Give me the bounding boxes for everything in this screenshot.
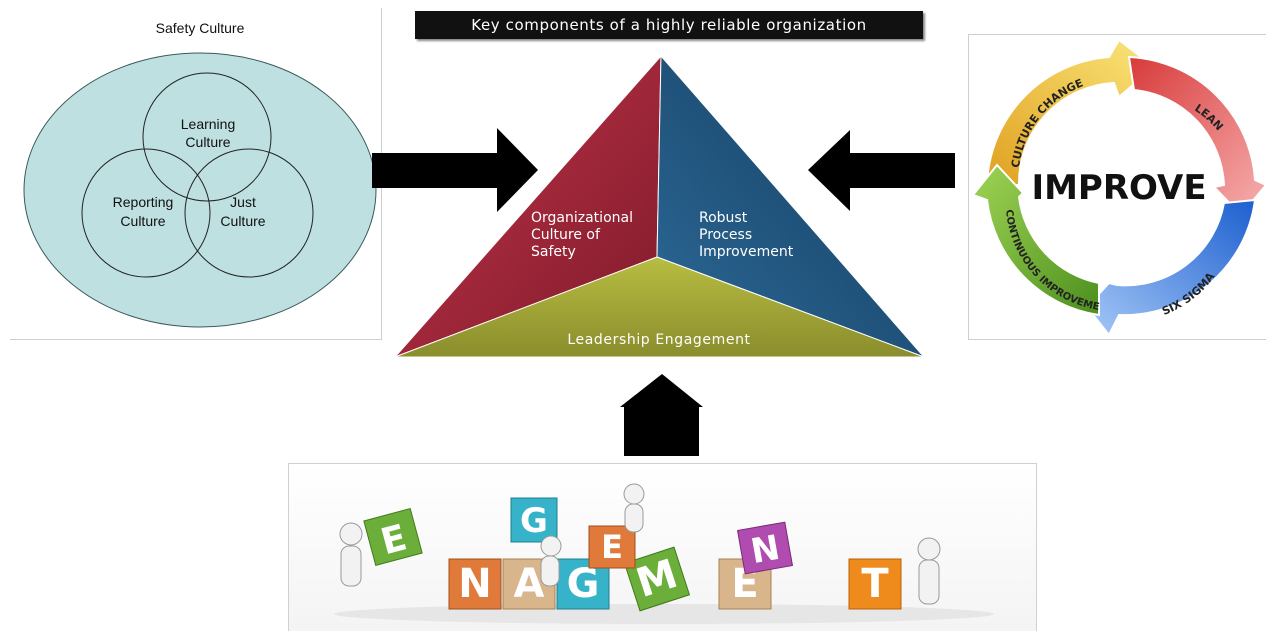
- safety-culture-panel: Safety Culture Learning Culture Reportin…: [10, 8, 382, 340]
- reporting-culture-circle: [81, 148, 211, 278]
- letter-block: [588, 525, 636, 569]
- learning-culture-label-1: Learning: [181, 116, 236, 132]
- culture-change-segment: [985, 38, 1156, 186]
- figure-head: [917, 537, 941, 561]
- letter-block: [363, 507, 423, 567]
- just-culture-circle: [184, 148, 314, 278]
- learning-culture-circle: [142, 72, 272, 202]
- block-letter: G: [520, 501, 548, 541]
- improve-panel: IMPROVE CULTURE CHANGE LEAN SIX SIGMA CO…: [965, 27, 1266, 340]
- block-letter: G: [567, 561, 600, 607]
- just-culture-label-2: Culture: [220, 213, 265, 229]
- reporting-culture-label-2: Culture: [120, 213, 165, 229]
- safety-culture-venn: Safety Culture Learning Culture Reportin…: [23, 20, 377, 328]
- letter-block: [736, 521, 794, 575]
- arrow-left-icon: [808, 130, 955, 211]
- letter-block: [848, 558, 902, 610]
- triangle-bottom-face: [394, 256, 925, 358]
- figure-head: [339, 522, 363, 546]
- reporting-culture-label-1: Reporting: [113, 194, 174, 210]
- figures: [339, 483, 941, 605]
- block-letter: N: [458, 561, 491, 607]
- improve-center-label: IMPROVE: [1031, 168, 1206, 208]
- engagement-panel: N A G M E T E G E N: [288, 463, 1037, 631]
- figure-head: [623, 483, 645, 505]
- block-letter: N: [748, 528, 783, 572]
- engagement-illustration: N A G M E T E G E N: [334, 483, 994, 624]
- arrow-right-icon: [372, 128, 538, 212]
- learning-culture-label-2: Culture: [185, 134, 230, 150]
- letter-block: [510, 497, 558, 543]
- figure-head: [540, 535, 562, 557]
- arrow-up-icon: [620, 374, 703, 456]
- right-face-label-3: Improvement: [699, 244, 794, 260]
- left-face-label-3: Safety: [531, 244, 576, 260]
- safety-culture-title: Safety Culture: [156, 20, 245, 36]
- right-face-label-1: Robust: [699, 210, 748, 226]
- right-face-label-2: Process: [699, 227, 752, 243]
- figure-body: [540, 555, 560, 587]
- lean-segment: [1127, 55, 1266, 217]
- bottom-block-row: N A G M E T: [448, 546, 902, 612]
- letter-block: [448, 558, 502, 610]
- block-letter: T: [861, 561, 889, 607]
- continuous-improvement-segment: [971, 163, 1100, 317]
- block-letter: A: [514, 561, 545, 607]
- title-banner: Key components of a highly reliable orga…: [415, 11, 923, 39]
- letter-block: [623, 546, 691, 612]
- block-letter: E: [601, 528, 623, 566]
- figure-body: [624, 503, 644, 533]
- six-sigma-segment: [1085, 198, 1257, 337]
- left-face-label-2: Culture of: [531, 227, 601, 243]
- figure-body: [918, 559, 940, 605]
- just-culture-label-1: Just: [230, 194, 256, 210]
- figure-body: [340, 545, 362, 587]
- improve-cycle: IMPROVE CULTURE CHANGE LEAN SIX SIGMA CO…: [965, 27, 1266, 337]
- bottom-face-label: Leadership Engagement: [567, 332, 750, 348]
- safety-culture-outer-circle: [23, 52, 377, 328]
- left-face-label-1: Organizational: [531, 210, 633, 226]
